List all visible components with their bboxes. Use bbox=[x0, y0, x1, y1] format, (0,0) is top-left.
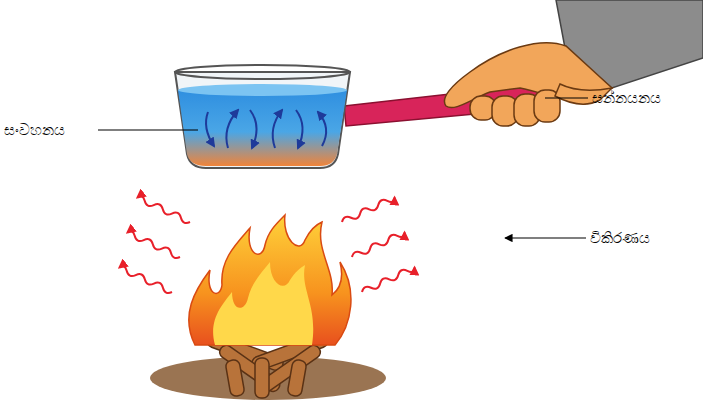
convection-arrows bbox=[206, 110, 326, 148]
ground bbox=[150, 356, 386, 400]
part-label: සන්නයනය bbox=[592, 89, 661, 107]
leader-line bbox=[505, 237, 586, 238]
part-label: සංවහනය bbox=[4, 121, 65, 139]
radiation-arrows bbox=[118, 195, 416, 295]
saucepan bbox=[175, 65, 350, 168]
fire bbox=[189, 215, 351, 345]
hand bbox=[444, 43, 612, 126]
leader-line bbox=[545, 97, 588, 98]
leader-line bbox=[98, 129, 198, 130]
part-label: විකිරණය bbox=[590, 229, 650, 247]
